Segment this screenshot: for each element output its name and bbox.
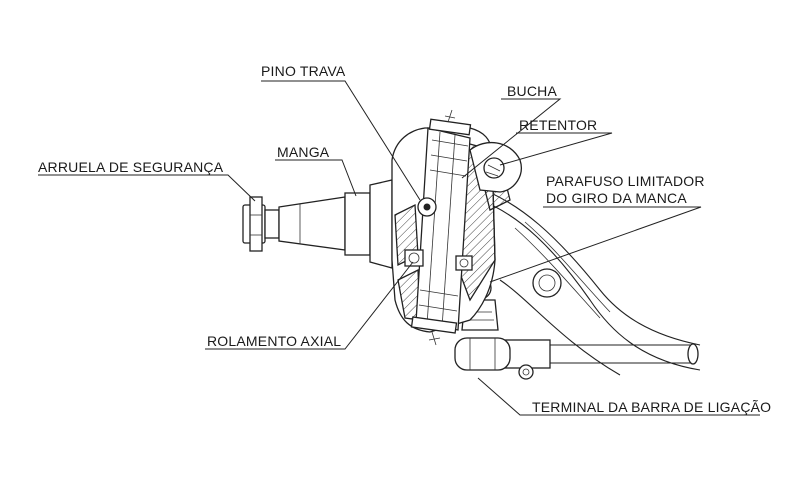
label-terminal-barra-ligacao: TERMINAL DA BARRA DE LIGAÇÃO: [532, 399, 772, 415]
grease-fitting-bottom: [428, 331, 441, 346]
label-retentor: RETENTOR: [519, 117, 598, 133]
spindle: [242, 179, 393, 269]
king-pin: [410, 118, 472, 334]
label-parafuso-limitador: PARAFUSO LIMITADOR: [546, 173, 705, 189]
label-rolamento-axial: ROLAMENTO AXIAL: [207, 333, 342, 349]
thrust-bearing: [404, 249, 473, 271]
label-manga: MANGA: [277, 144, 330, 160]
bushing: [418, 139, 469, 312]
tie-rod-bar: [504, 339, 699, 380]
axle-beam: [469, 184, 701, 376]
grease-fitting-top: [444, 109, 456, 123]
label-pino-trava: PINO TRAVA: [261, 63, 346, 79]
leader-lines: [38, 80, 760, 416]
label-do-giro-da-manca: DO GIRO DA MANCA: [546, 190, 687, 206]
label-bucha: BUCHA: [507, 83, 558, 99]
lock-pin: [417, 197, 437, 217]
retainer-boss: [469, 141, 522, 193]
label-arruela-de-seguranca: ARRUELA DE SEGURANÇA: [38, 159, 224, 175]
